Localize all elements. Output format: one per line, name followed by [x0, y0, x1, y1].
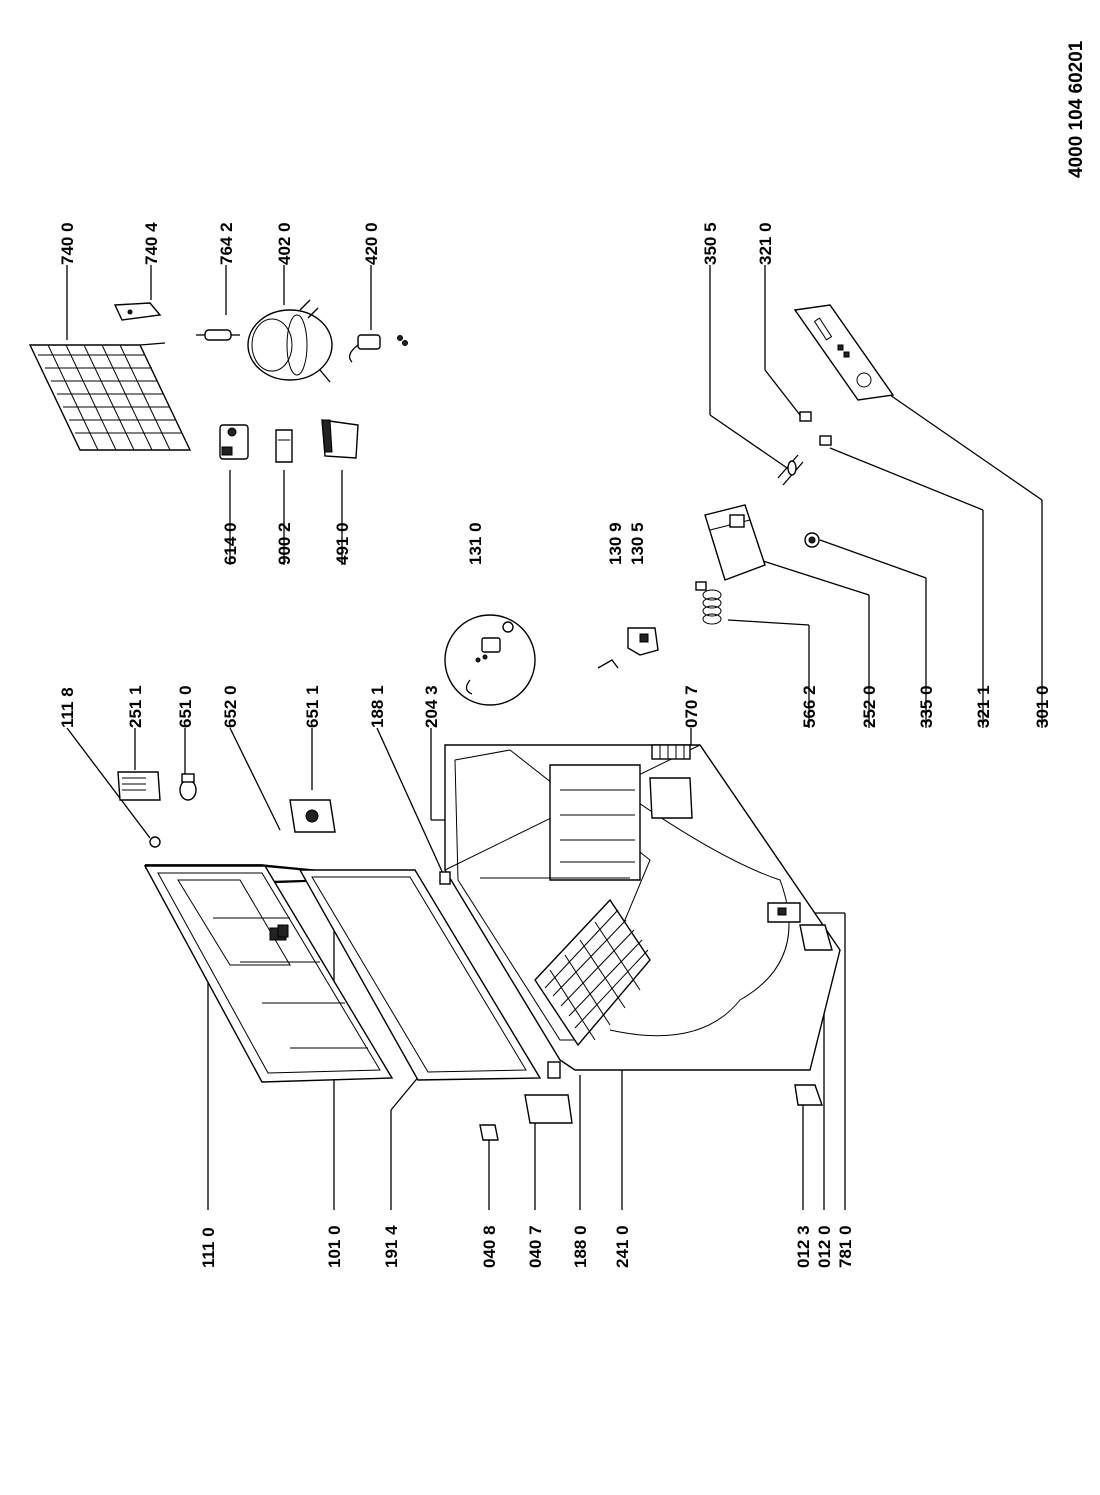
label-652-0: 652 0	[221, 685, 240, 728]
label-350-5: 350 5	[701, 222, 720, 265]
bulb-651-0	[179, 773, 197, 801]
parts-130	[597, 627, 659, 669]
part-251-1	[117, 771, 161, 801]
label-740-0: 740 0	[58, 222, 77, 265]
label-188-1: 188 1	[368, 685, 387, 728]
label-204-3: 204 3	[422, 685, 441, 728]
label-402-0: 402 0	[275, 222, 294, 265]
box-491-0	[321, 419, 359, 459]
bracket-740-4	[113, 302, 162, 321]
label-111-0: 111 0	[199, 1227, 218, 1268]
label-012-3: 012 3	[794, 1225, 813, 1268]
panel-301-0	[793, 304, 895, 401]
relay-420-0	[348, 334, 408, 363]
label-241-0: 241 0	[613, 1225, 632, 1268]
filter-764-2	[196, 329, 240, 341]
label-740-4: 740 4	[142, 222, 161, 265]
clip-781-0	[767, 902, 801, 923]
label-251-1: 251 1	[126, 685, 145, 728]
grille-070-7	[651, 744, 691, 760]
knob-111-8	[149, 836, 161, 848]
document-number: 4000 104 60201	[1066, 40, 1087, 178]
detail-131-0	[444, 614, 536, 706]
part-652-0	[277, 924, 289, 938]
foot-012-0	[799, 924, 833, 951]
label-111-8: 111 8	[58, 687, 77, 728]
label-131-0: 131 0	[466, 522, 485, 565]
knob-335-0	[804, 532, 820, 548]
lamp-350-5	[777, 454, 804, 486]
label-040-8: 040 8	[480, 1225, 499, 1268]
label-321-0: 321 0	[756, 222, 775, 265]
thermostat-614-0	[219, 424, 249, 460]
part-040-8	[479, 1124, 499, 1141]
gasket-191-4	[298, 869, 542, 1081]
label-130-9: 130 9	[606, 522, 625, 565]
cover-651-1	[289, 799, 336, 833]
label-764-2: 764 2	[217, 222, 236, 265]
housing-252-0	[704, 504, 766, 581]
clips-321	[799, 411, 832, 446]
compressor-402-0	[247, 299, 333, 383]
label-130-5: 130 5	[628, 522, 647, 565]
label-101-0: 101 0	[325, 1225, 344, 1268]
part-040-7	[524, 1094, 573, 1124]
leader-lines	[66, 265, 1043, 1210]
basket-241-0	[534, 898, 651, 1047]
label-188-0: 188 0	[571, 1225, 590, 1268]
label-420-0: 420 0	[362, 222, 381, 265]
cabinet-recess	[649, 777, 693, 819]
label-651-1: 651 1	[303, 685, 322, 728]
label-070-7: 070 7	[682, 685, 701, 728]
label-781-0: 781 0	[836, 1225, 855, 1268]
part-900-2	[275, 429, 293, 463]
bottom-labels: 111 0 101 0 191 4 040 8 040 7 188 0 241 …	[199, 1225, 855, 1268]
spring-566-2	[695, 581, 722, 625]
hinge-188-0	[547, 1061, 561, 1079]
label-040-7: 040 7	[526, 1225, 545, 1268]
top-labels: 111 8 251 1 651 0 652 0 651 1 188 1 204 …	[58, 222, 1052, 728]
label-012-0: 012 0	[815, 1225, 834, 1268]
label-651-0: 651 0	[176, 685, 195, 728]
condenser-740-0	[28, 342, 192, 451]
foot-012-3	[794, 1084, 823, 1106]
label-191-4: 191 4	[382, 1225, 401, 1268]
hinge-188-1	[439, 871, 451, 885]
divider-204-3	[480, 764, 641, 881]
